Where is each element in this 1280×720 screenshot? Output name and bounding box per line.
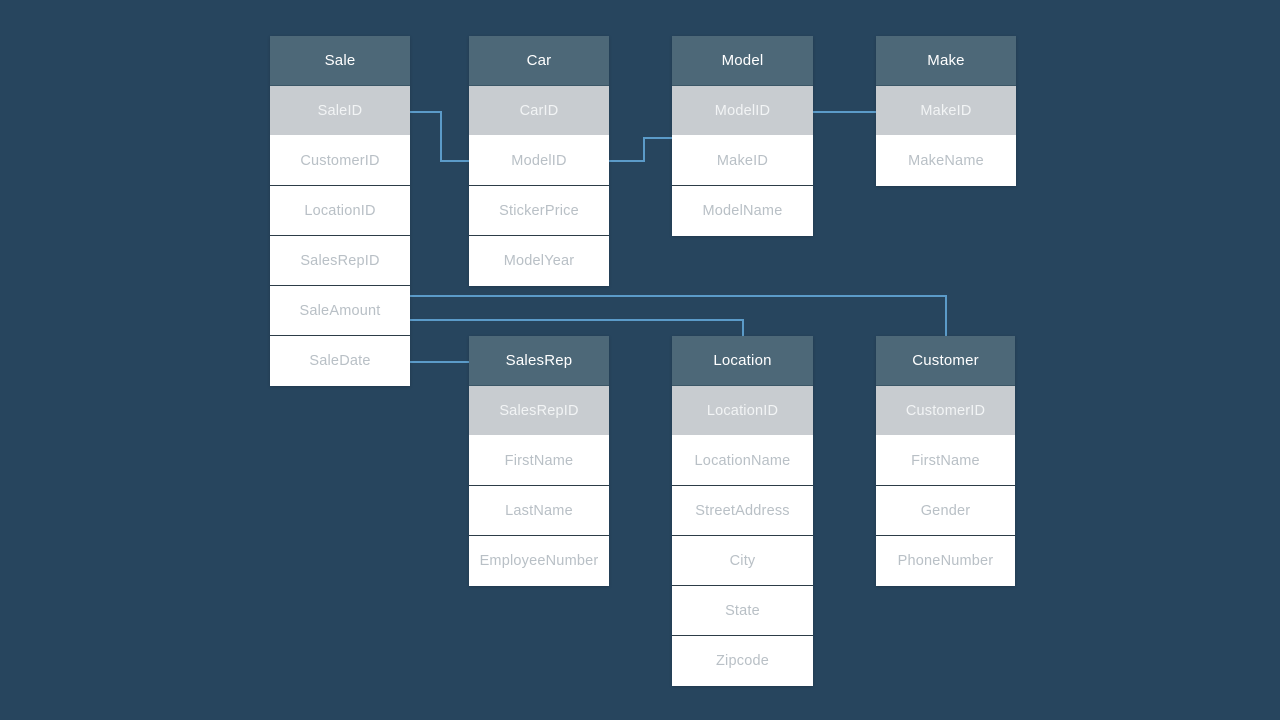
- attribute-row-salesrep-3[interactable]: EmployeeNumber: [469, 536, 609, 586]
- attribute-row-location-4[interactable]: State: [672, 586, 813, 636]
- relationship-line-sale-customer: [410, 295, 947, 336]
- entity-title-salesrep: SalesRep: [469, 336, 609, 386]
- attribute-row-model-1[interactable]: MakeID: [672, 136, 813, 186]
- primary-key-row-model-0[interactable]: ModelID: [672, 86, 813, 136]
- relationship-line-sale-location: [410, 319, 744, 336]
- entity-title-make: Make: [876, 36, 1016, 86]
- attribute-row-location-1[interactable]: LocationName: [672, 436, 813, 486]
- relationship-line-sale-car: [410, 111, 470, 162]
- entity-title-location: Location: [672, 336, 813, 386]
- attribute-row-location-5[interactable]: Zipcode: [672, 636, 813, 686]
- entity-title-car: Car: [469, 36, 609, 86]
- attribute-row-customer-1[interactable]: FirstName: [876, 436, 1015, 486]
- attribute-row-sale-5[interactable]: SaleDate: [270, 336, 410, 386]
- attribute-row-customer-2[interactable]: Gender: [876, 486, 1015, 536]
- attribute-row-car-1[interactable]: ModelID: [469, 136, 609, 186]
- primary-key-row-location-0[interactable]: LocationID: [672, 386, 813, 436]
- attribute-row-sale-4[interactable]: SaleAmount: [270, 286, 410, 336]
- primary-key-row-salesrep-0[interactable]: SalesRepID: [469, 386, 609, 436]
- attribute-row-sale-3[interactable]: SalesRepID: [270, 236, 410, 286]
- primary-key-row-sale-0[interactable]: SaleID: [270, 86, 410, 136]
- entity-title-customer: Customer: [876, 336, 1015, 386]
- attribute-row-location-3[interactable]: City: [672, 536, 813, 586]
- entity-title-model: Model: [672, 36, 813, 86]
- entity-title-sale: Sale: [270, 36, 410, 86]
- attribute-row-salesrep-2[interactable]: LastName: [469, 486, 609, 536]
- attribute-row-car-2[interactable]: StickerPrice: [469, 186, 609, 236]
- attribute-row-sale-2[interactable]: LocationID: [270, 186, 410, 236]
- attribute-row-car-3[interactable]: ModelYear: [469, 236, 609, 286]
- primary-key-row-make-0[interactable]: MakeID: [876, 86, 1016, 136]
- attribute-row-make-1[interactable]: MakeName: [876, 136, 1016, 186]
- primary-key-row-customer-0[interactable]: CustomerID: [876, 386, 1015, 436]
- attribute-row-location-2[interactable]: StreetAddress: [672, 486, 813, 536]
- attribute-row-model-2[interactable]: ModelName: [672, 186, 813, 236]
- attribute-row-salesrep-1[interactable]: FirstName: [469, 436, 609, 486]
- attribute-row-customer-3[interactable]: PhoneNumber: [876, 536, 1015, 586]
- attribute-row-sale-1[interactable]: CustomerID: [270, 136, 410, 186]
- relationship-line-car-model: [609, 137, 672, 162]
- primary-key-row-car-0[interactable]: CarID: [469, 86, 609, 136]
